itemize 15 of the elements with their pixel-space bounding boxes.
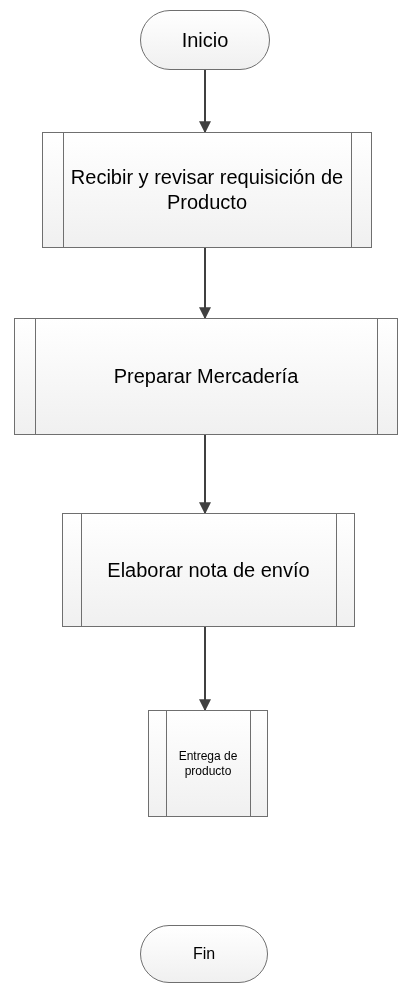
terminator-shape [140,10,270,70]
node-label: Recibir y revisar requisición de Producto [69,165,345,215]
predefined-process-box [14,318,398,435]
node-label: Elaborar nota de envío [107,557,310,583]
node-label: Fin [192,944,216,964]
node-label: Preparar Mercadería [113,364,299,389]
arrow [199,434,211,515]
node-label: Inicio [181,27,229,53]
arrow [199,626,211,712]
predefined-process-box [62,513,355,627]
arrow [199,247,211,320]
predefined-process-box [148,710,268,817]
node-label: Entrega de producto [177,748,239,779]
arrow [199,69,211,134]
predefined-process-box [42,132,372,248]
